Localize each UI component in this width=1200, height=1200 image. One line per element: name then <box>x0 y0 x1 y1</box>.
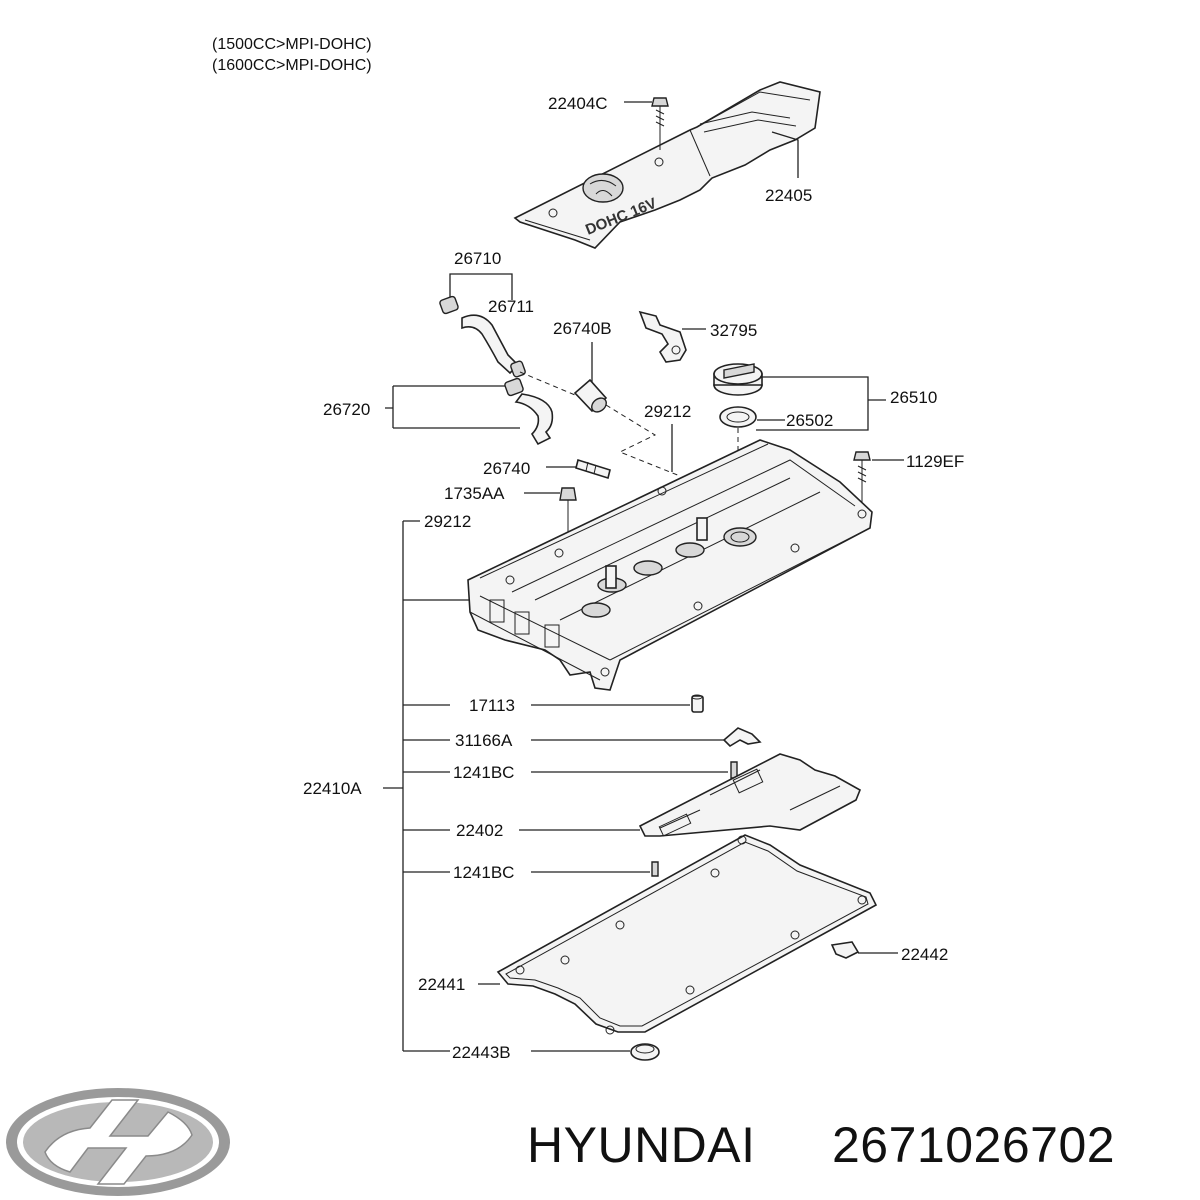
label-22402: 22402 <box>456 821 503 840</box>
label-26502: 26502 <box>786 411 833 430</box>
cap-17113-drawing <box>691 694 704 713</box>
screw-1241bc-lower-drawing <box>651 861 659 877</box>
label-22405: 22405 <box>765 186 812 205</box>
label-22441: 22441 <box>418 975 465 994</box>
gasket-22441-drawing <box>496 834 878 1035</box>
label-26711: 26711 <box>488 297 534 316</box>
label-17113: 17113 <box>469 696 515 715</box>
valve-cover-drawing <box>467 439 873 691</box>
label-1241bc-lower: 1241BC <box>453 863 514 882</box>
plate-31166a-drawing <box>722 727 762 748</box>
hose-26720-drawing <box>504 377 554 446</box>
label-22404c: 22404C <box>548 94 608 113</box>
label-1241bc-upper: 1241BC <box>453 763 514 782</box>
screw-1241bc-upper-drawing <box>730 761 738 779</box>
nipple-26740-drawing <box>575 458 611 480</box>
label-29212-upper: 29212 <box>644 402 691 421</box>
header-line-2: (1600CC>MPI-DOHC) <box>212 57 372 74</box>
header-line-1: (1500CC>MPI-DOHC) <box>212 36 372 53</box>
label-1735aa: 1735AA <box>444 484 505 503</box>
part-number: 2671026702 <box>832 1117 1115 1173</box>
brand-name: HYUNDAI <box>527 1117 756 1173</box>
label-26510: 26510 <box>890 388 937 407</box>
label-22442: 22442 <box>901 945 948 964</box>
label-26710: 26710 <box>454 249 501 268</box>
label-31166a: 31166A <box>455 731 513 750</box>
bracket-32795-drawing <box>638 310 687 363</box>
label-29212-lower: 29212 <box>424 512 471 531</box>
label-26740: 26740 <box>483 459 530 478</box>
tube-26740b-drawing <box>573 378 608 413</box>
label-26720: 26720 <box>323 400 370 419</box>
baffle-22402-drawing <box>638 753 862 837</box>
label-22443b: 22443B <box>452 1043 511 1062</box>
label-32795: 32795 <box>710 321 757 340</box>
label-26740b: 26740B <box>553 319 612 338</box>
hyundai-logo-icon <box>6 1088 230 1196</box>
bolt-22404c-drawing <box>651 97 669 150</box>
plug-22442-drawing <box>830 941 860 959</box>
seal-22443b-drawing <box>630 1043 660 1061</box>
seal-26502-drawing <box>719 406 757 428</box>
bolt-1735aa-drawing <box>559 487 577 545</box>
oil-cap-26510-drawing <box>713 363 763 396</box>
bolt-1129ef-drawing <box>853 451 871 502</box>
label-1129ef: 1129EF <box>906 452 964 471</box>
label-22410a: 22410A <box>303 779 362 798</box>
